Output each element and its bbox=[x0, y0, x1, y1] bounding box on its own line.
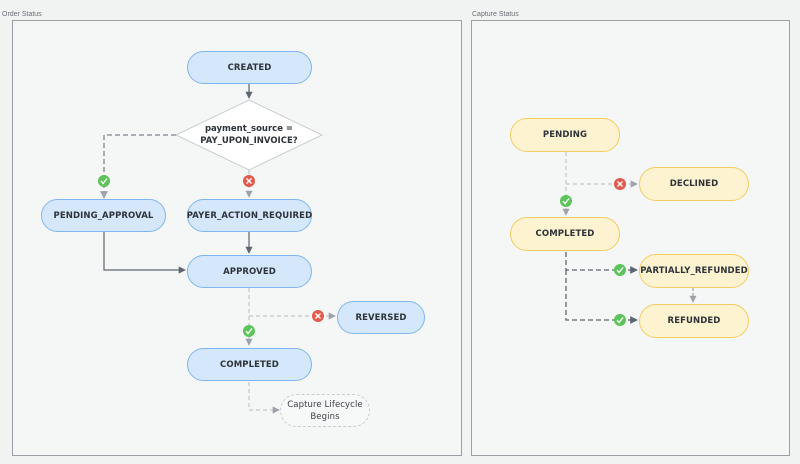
check-circle-icon bbox=[560, 195, 572, 207]
node-completed[interactable]: COMPLETED bbox=[187, 348, 312, 381]
decision-label-line2: PAY_UPON_INVOICE? bbox=[200, 136, 298, 146]
node-reversed[interactable]: REVERSED bbox=[337, 301, 425, 334]
order-panel-title: Order Status bbox=[2, 11, 42, 18]
edge-completed-to-capture bbox=[248, 382, 280, 414]
node-capture-partially-refunded[interactable]: PARTIALLY_REFUNDED bbox=[639, 254, 749, 288]
capture-begins-line2: Begins bbox=[310, 411, 340, 422]
node-capture-pending[interactable]: PENDING bbox=[510, 118, 620, 152]
edge-decision-to-pending-approval bbox=[100, 134, 176, 199]
edge-completed-to-refunded bbox=[565, 270, 638, 324]
check-circle-icon bbox=[98, 175, 110, 187]
capture-panel-title: Capture Status bbox=[472, 11, 519, 18]
check-circle-icon bbox=[614, 314, 626, 326]
check-circle-icon bbox=[614, 264, 626, 276]
node-capture-completed[interactable]: COMPLETED bbox=[510, 217, 620, 251]
node-pending-approval[interactable]: PENDING_APPROVAL bbox=[41, 199, 166, 232]
x-circle-icon bbox=[312, 310, 324, 322]
edge-completed-to-partially-refunded bbox=[565, 252, 638, 274]
decision-label: payment_source = PAY_UPON_INVOICE? bbox=[184, 123, 314, 147]
node-capture-lifecycle-begins[interactable]: Capture Lifecycle Begins bbox=[280, 394, 370, 427]
edge-pending-approval-to-approved bbox=[103, 232, 186, 274]
capture-begins-line1: Capture Lifecycle bbox=[287, 399, 363, 410]
node-capture-declined[interactable]: DECLINED bbox=[639, 167, 749, 201]
x-circle-icon bbox=[614, 178, 626, 190]
decision-label-line1: payment_source = bbox=[204, 124, 294, 134]
node-capture-refunded[interactable]: REFUNDED bbox=[639, 304, 749, 338]
check-circle-icon bbox=[243, 325, 255, 337]
order-status-panel bbox=[12, 20, 462, 456]
x-circle-icon bbox=[243, 175, 255, 187]
node-approved[interactable]: APPROVED bbox=[187, 255, 312, 288]
node-payer-action-required[interactable]: PAYER_ACTION_REQUIRED bbox=[187, 199, 312, 232]
node-created[interactable]: CREATED bbox=[187, 51, 312, 84]
